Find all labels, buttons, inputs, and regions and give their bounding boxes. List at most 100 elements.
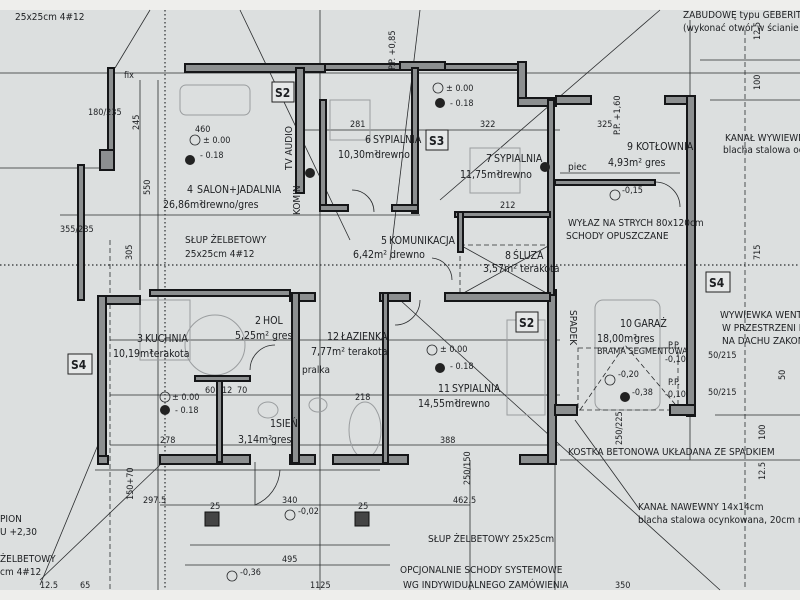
- room-name: ŚLUZA: [513, 249, 544, 262]
- room-floor: gres: [271, 434, 291, 446]
- section-tag-s2: S2: [275, 86, 290, 100]
- door-swing: [431, 257, 453, 281]
- level-label: -0,02: [298, 507, 319, 517]
- dimension: 322: [480, 120, 495, 130]
- entrance-door-swing: [254, 462, 281, 506]
- bed: [469, 147, 521, 194]
- level-marker-icon: [620, 392, 630, 402]
- washer-label: pralka: [302, 365, 330, 376]
- room-floor: drewno/gres: [200, 199, 259, 211]
- level-marker-icon: [435, 98, 445, 108]
- riser-note-2: U +2,30: [0, 527, 37, 538]
- attic-stairs-note: SCHODY OPUSZCZANE: [566, 231, 669, 242]
- exhaust-duct-desc: blacha stalowa ocy: [723, 145, 800, 156]
- left-column-note: ŻELBETOWY: [0, 552, 56, 565]
- exhaust-duct-note: KANAŁ WYWIEWNY: [725, 133, 800, 144]
- dimension: 281: [350, 120, 365, 130]
- room-number: 7: [486, 153, 492, 165]
- chimney-icon: [540, 162, 550, 172]
- dimension: 325: [597, 120, 612, 130]
- dimension: 462.5: [453, 496, 476, 506]
- chimney-icon: [305, 168, 315, 178]
- sofa: [179, 84, 251, 116]
- level-label: - 0.18: [200, 151, 224, 161]
- door-swing: [394, 299, 421, 326]
- room-area: 3,57m²: [483, 263, 517, 275]
- level-label: ± 0.00: [172, 393, 199, 403]
- dimension: 218: [355, 393, 370, 403]
- level-marker-icon: [284, 509, 296, 521]
- level-label: -0,38: [632, 388, 653, 398]
- bed: [329, 99, 371, 141]
- tv-audio-label: TV AUDIO: [284, 126, 295, 171]
- level-marker-icon: [432, 82, 444, 94]
- dimension: 550: [143, 180, 153, 195]
- dimension: 12.5: [758, 462, 768, 480]
- level-label: P.P.: [668, 341, 680, 351]
- chimney-label: KOMIN: [292, 185, 303, 215]
- room-name: SYPIALNIA: [452, 383, 501, 395]
- room-number: 12: [327, 331, 339, 343]
- dimension: 50: [778, 370, 788, 380]
- room-area: 18,00m²: [597, 333, 637, 345]
- level-label: -0,36: [240, 568, 261, 578]
- door-swing: [351, 189, 375, 213]
- dimension: 180/235: [88, 108, 122, 118]
- level-label: -0,10: [665, 390, 686, 400]
- dimension: 60: [205, 386, 215, 396]
- room-name: SYPIALNIA: [373, 134, 422, 146]
- dimension: 278: [160, 436, 175, 446]
- room-floor: gres: [272, 330, 292, 342]
- door-swing: [249, 344, 276, 371]
- level-markers: [159, 82, 630, 582]
- dimension: 100: [758, 425, 768, 440]
- room-name: KUCHNIA: [145, 333, 188, 345]
- left-column-note-2: cm 4#12: [0, 567, 41, 578]
- dimension: 340: [282, 496, 297, 506]
- column-size-note: 25x25cm 4#12: [185, 249, 255, 260]
- dimension: 12.5: [40, 581, 58, 591]
- level-marker-icon: [435, 363, 445, 373]
- level-label: ± 0.00: [440, 345, 467, 355]
- room-number: 9: [627, 141, 633, 153]
- section-tag-s4: S4: [709, 276, 725, 290]
- dimension: 250/150: [463, 451, 473, 485]
- fix-label: fix: [124, 71, 134, 81]
- room-name: KOMUNIKACJA: [389, 235, 455, 247]
- dimension: 245: [132, 115, 142, 130]
- room-floor: drewno: [390, 249, 425, 261]
- section-tag-s2: S2: [519, 316, 534, 330]
- photo-edge-bottom: [0, 590, 800, 600]
- level-label: - 0.18: [450, 362, 474, 372]
- section-tags: [67, 81, 731, 375]
- photo-edge-top: [0, 0, 800, 10]
- dimension: 50/215: [708, 388, 736, 398]
- dimension: 12.5: [753, 22, 763, 40]
- level-marker-icon: [185, 155, 195, 165]
- room-name: SALON+JADALNIA: [197, 184, 282, 196]
- stairs-note: OPCJONALNIE SCHODY SYSTEMOWE: [400, 565, 563, 576]
- paving-note: KOSTKA BETONOWA UKŁADANA ZE SPADKIEM: [568, 447, 775, 458]
- dimension: 460: [195, 125, 210, 135]
- kitchen-counter: [139, 299, 191, 361]
- level-label: - 0.18: [450, 99, 474, 109]
- room-floor: terakota: [150, 348, 190, 360]
- room-number: 11: [438, 383, 450, 395]
- level-label: -0,20: [618, 370, 639, 380]
- dimension: 350: [615, 581, 630, 591]
- room-area: 5,25m²: [235, 330, 269, 342]
- level-marker-icon: [160, 405, 170, 415]
- dimension: 355/235: [60, 225, 94, 235]
- dimension: 50/215: [708, 351, 736, 361]
- column-marker: [354, 511, 370, 527]
- room-floor: terakota: [520, 263, 560, 275]
- section-tag-s3: S3: [429, 134, 444, 148]
- dimension: 212: [500, 201, 515, 211]
- level-marker-icon: [426, 344, 438, 356]
- level-marker-icon: [609, 189, 621, 201]
- level-label: ± 0.00: [203, 136, 230, 146]
- room-area: 10,19m²: [113, 348, 153, 360]
- dimension: 65: [80, 581, 90, 591]
- riser-note: PION: [0, 514, 22, 525]
- geberit-note: ZABUDOWĘ typu GEBERIT: [683, 10, 800, 21]
